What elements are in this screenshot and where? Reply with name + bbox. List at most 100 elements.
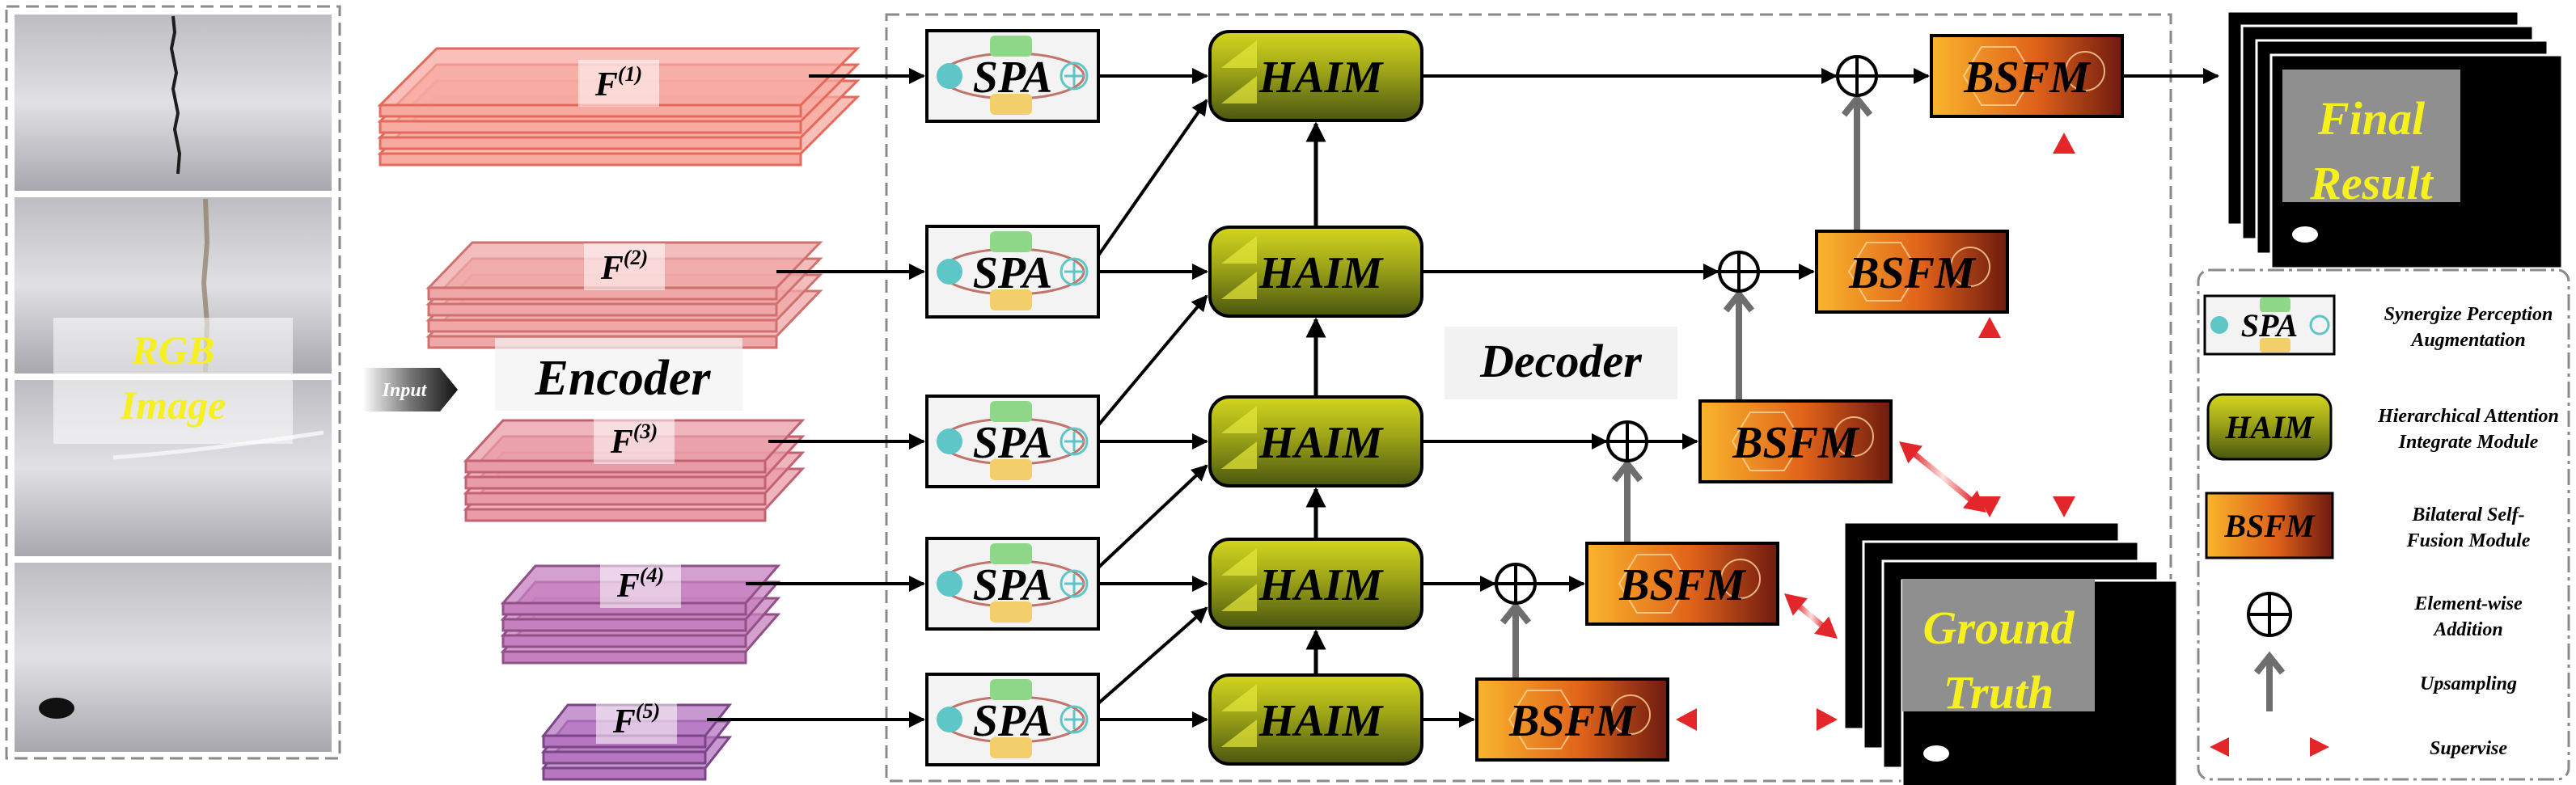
legend-text-2: Addition [2432,619,2502,640]
feature-label-box [600,561,681,608]
spa-module-5: SPA [925,673,1100,766]
spa-yellow-block [990,737,1032,758]
haim-module-4: HAIM [1208,538,1423,630]
spa-module-3: SPA [925,395,1100,488]
ground-truth-label-2: Truth [1944,666,2054,719]
feature-layer-edge [464,475,767,490]
feature-layer-edge [464,508,767,522]
crack-defect [169,15,182,175]
spa-yellow-block [990,94,1032,115]
feature-layer-edge [542,750,707,765]
feature-layer-edge [501,650,747,665]
connections [707,55,2219,728]
feature-label-4: F(4) [616,563,664,605]
spa-label: SPA [973,418,1053,468]
encoder-feature-1: F(1) [377,47,861,167]
spa-plus-icon [1060,569,1089,598]
encoder-feature-3: F(3) [463,417,806,522]
feature-label-box [594,417,675,464]
spa-teal-dot [937,63,962,89]
bsfm-icon: BSFM [2223,508,2316,544]
upsampling-arrowhead [1841,93,1873,117]
input-panel: RGB Image [5,5,341,760]
bsfm-label: BSFM [1618,560,1747,610]
decoder-label: Decoder [1479,335,1642,387]
input-arrow: Input [362,368,458,411]
legend-item-up: Upsampling [2253,651,2517,711]
spa-green-block [990,231,1032,252]
spa-yellow-block [990,459,1032,480]
spa-teal-dot [937,707,962,732]
feature-label-box [596,697,677,744]
spa-label: SPA [973,53,1053,103]
spa-module-2: SPA [925,225,1100,319]
feature-label-3: F(3) [610,420,658,461]
addition-node-1 [1836,55,1878,97]
bsfm-module-4: BSFM [1585,542,1779,626]
rgb-image-title-1: RGB [131,327,215,373]
rgb-photo-4 [15,563,332,752]
spa-teal-dot [937,571,962,597]
legend-text-2: Fusion Module [2406,530,2531,551]
encoder-label-box [495,338,742,411]
feature-label-2: F(2) [600,246,648,287]
spa-label: SPA [973,560,1053,610]
addition-node-3 [1606,420,1648,462]
feature-label-1: F(1) [594,62,642,103]
spa-teal-dot [937,259,962,285]
feature-layer-edge [379,152,802,167]
ground-truth-mask-spot [1923,745,1949,762]
upsampling-arrowhead [1723,289,1755,313]
spa-teal-dot [937,428,962,454]
haim-module-2: HAIM [1208,226,1423,318]
spa-module-1: SPA [925,29,1100,123]
haim-module-5: HAIM [1208,673,1423,766]
bsfm-label: BSFM [1963,53,2092,103]
supervise-arrow-bsfm-5 [1676,708,1838,731]
feature-label-box [584,243,665,290]
upsampling-arrowhead [1499,601,1532,625]
legend-text-1: Element-wise [2413,593,2523,614]
spa-to-haim-up-arrow-4 [1097,464,1208,569]
final-result-mask-spot [2292,226,2318,243]
spot-defect [39,698,74,719]
upsampling-arrowhead [1611,458,1643,483]
feature-layer-edge [379,120,802,134]
rgb-photo-1 [15,15,332,191]
haim-modules: HAIM HAIM HAIM HAIM HAIM [1208,30,1423,766]
feature-layer-edge [427,319,778,333]
bsfm-module-2: BSFM [1815,230,2009,314]
supervise-arrow-bsfm-2 [1978,317,2001,517]
legend-text-1: Synergize Perception [2384,304,2553,325]
haim-label: HAIM [1258,248,1385,298]
legend-text-1: Supervise [2430,738,2507,759]
spa-yellow-block [990,601,1032,623]
decoder-label-box [1445,327,1677,399]
encoder-feature-4: F(4) [500,561,781,665]
spa-icon: SPA [2241,307,2298,344]
feature-label-5: F(5) [612,699,660,741]
haim-label: HAIM [1258,53,1385,103]
legend-text-1: Bilateral Self- [2411,504,2524,525]
feature-label-box [578,60,659,107]
addition-node-2 [1718,251,1760,293]
ground-truth-label-box [1902,579,2095,711]
haim-module-3: HAIM [1208,395,1423,487]
supervision-arrows [1676,133,2075,731]
spa-modules: SPA SPA SPA SPA SPA [925,29,1100,766]
haim-label: HAIM [1258,696,1385,746]
spa-green-block [990,679,1032,700]
spa-module-4: SPA [925,537,1100,631]
legend-text-2: Augmentation [2409,330,2525,351]
supervise-arrow-bsfm-3 [1899,441,1986,513]
bsfm-label: BSFM [1732,418,1860,468]
addition-node-4 [1495,563,1537,605]
spa-label: SPA [973,696,1053,746]
feature-layer-edge [379,136,802,150]
input-arrow-label: Input [382,380,428,401]
encoder: F(1) F(2) F(3) F(4) F(5) [377,47,861,781]
